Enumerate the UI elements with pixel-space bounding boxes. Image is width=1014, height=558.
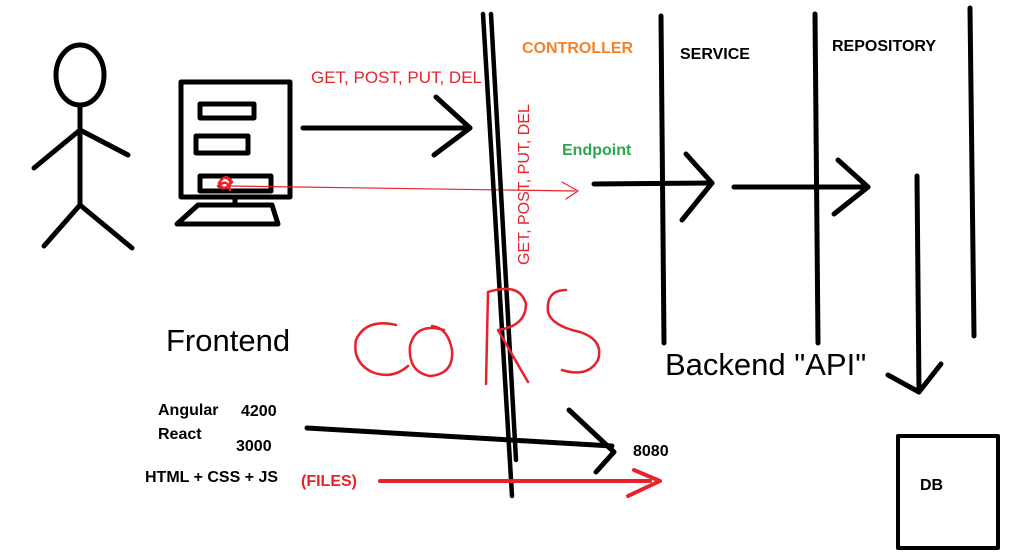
db-label: DB [920, 477, 944, 494]
service-label: SERVICE [680, 46, 750, 63]
http-methods-vertical-label: GET, POST, PUT, DEL [516, 104, 533, 265]
frontend-label: Frontend [166, 323, 291, 358]
repository-to-db-arrow [885, 173, 944, 395]
static-files-label: HTML + CSS + JS [145, 469, 279, 486]
angular-port: 4200 [241, 403, 277, 420]
boundary-line [480, 11, 519, 499]
cors-handwriting [354, 287, 601, 386]
react-label: React [158, 426, 202, 443]
client-to-server-arrow [300, 94, 473, 158]
layer-flow-arrows [591, 151, 871, 223]
backend-port: 8080 [633, 443, 669, 460]
frontend-to-backend-arrow [304, 407, 617, 475]
repository-label: REPOSITORY [832, 38, 937, 55]
stick-figure-user-icon [31, 42, 135, 251]
files-note: (FILES) [301, 473, 357, 490]
layer-dividers [658, 5, 977, 346]
endpoint-label: Endpoint [562, 142, 632, 159]
request-path [216, 176, 579, 200]
http-methods-label: GET, POST, PUT, DEL [311, 68, 482, 87]
angular-label: Angular [158, 402, 219, 419]
controller-label: CONTROLLER [522, 40, 634, 57]
react-port: 3000 [236, 438, 272, 455]
files-arrow [378, 468, 662, 498]
db-box [896, 434, 1000, 550]
computer-monitor-icon [174, 79, 293, 227]
backend-label: Backend "API" [665, 347, 867, 382]
